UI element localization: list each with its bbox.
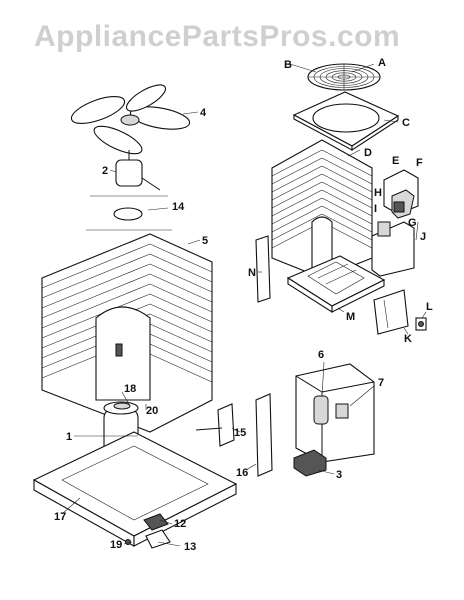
callout-J: J [420,231,426,243]
fan-motor [115,150,161,191]
leader-lines [61,63,427,547]
condenser-coil-large [41,233,213,433]
callout-1: 1 [66,431,72,443]
small-fitting [415,317,427,331]
callout-E: E [392,155,399,167]
fan-guard-grille [307,63,381,91]
callout-5: 5 [202,235,208,247]
motor-mount [86,195,172,231]
callout-I: I [374,203,377,215]
callout-A: A [378,57,386,69]
tube-parts [195,393,273,477]
callout-K: K [404,333,412,345]
callout-N: N [248,267,256,279]
callout-M: M [346,311,355,323]
callout-6: 6 [318,349,324,361]
service-panel-strip [255,235,271,303]
callout-7: 7 [378,377,384,389]
callout-16: 16 [236,467,248,479]
callout-C: C [402,117,410,129]
callout-B: B [284,59,292,71]
mounting-bracket [373,289,409,335]
callout-L: L [426,301,433,313]
callout-G: G [408,217,417,229]
top-cover-panel [292,91,400,152]
fan-blade [70,84,191,155]
callout-D: D [364,147,372,159]
callout-15: 15 [234,427,246,439]
electrical-box [293,363,375,477]
callout-19: 19 [110,539,122,551]
watermark-text: AppliancePartsPros.com [34,20,400,53]
condenser-coil-small [271,139,373,279]
small-valve-parts [125,513,171,549]
callout-3: 3 [336,469,342,481]
callout-14: 14 [172,201,185,213]
callout-H: H [374,187,382,199]
callout-18: 18 [124,383,136,395]
callout-20: 20 [146,405,158,417]
callout-13: 13 [184,541,196,553]
base-pan-small [286,255,386,314]
callout-2: 2 [102,165,108,177]
callout-12: 12 [174,518,186,530]
base-pan-large [32,431,238,547]
callout-4: 4 [200,107,207,119]
callout-17: 17 [54,511,66,523]
callout-F: F [416,157,423,169]
control-box-components [371,169,419,277]
